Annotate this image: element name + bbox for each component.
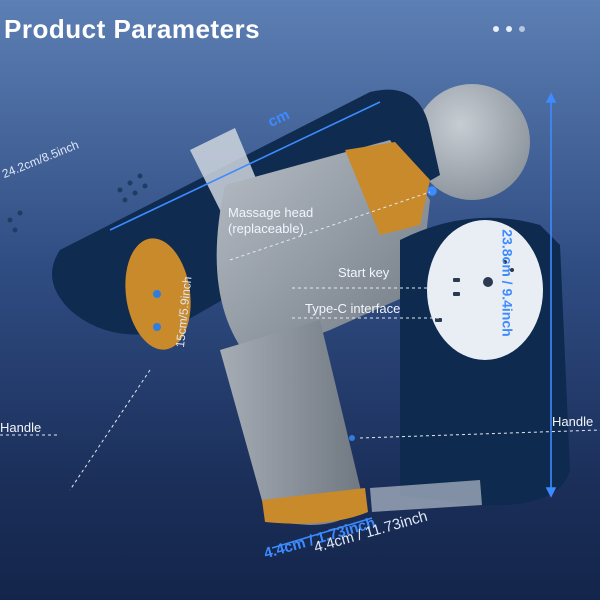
handle-base [262,488,368,524]
page-dot [493,26,499,32]
massage-head-text: Massage head [228,205,314,220]
massage-ball [414,84,530,200]
control-panel [427,220,543,360]
page-dot [519,26,525,32]
dimension-bottom [271,517,373,549]
massage-head-note: (replaceable) [228,221,304,236]
dimension-right-label: 23.8cm / 9.4inch [499,229,516,337]
gun-handle [220,320,362,525]
page-indicator [493,26,525,32]
label-type-c: Type-C interface [305,301,401,316]
label-massage-head: Massage head (replaceable) [228,205,313,237]
label-start-key: Start key [338,265,390,280]
label-handle-right: Handle [552,414,594,429]
page-dot [506,26,512,32]
dimension-top [109,101,381,231]
head-collar [345,142,430,235]
vent-holes [7,173,148,233]
label-handle-left: Handle [0,420,42,435]
page-title: Product Parameters [4,14,261,44]
